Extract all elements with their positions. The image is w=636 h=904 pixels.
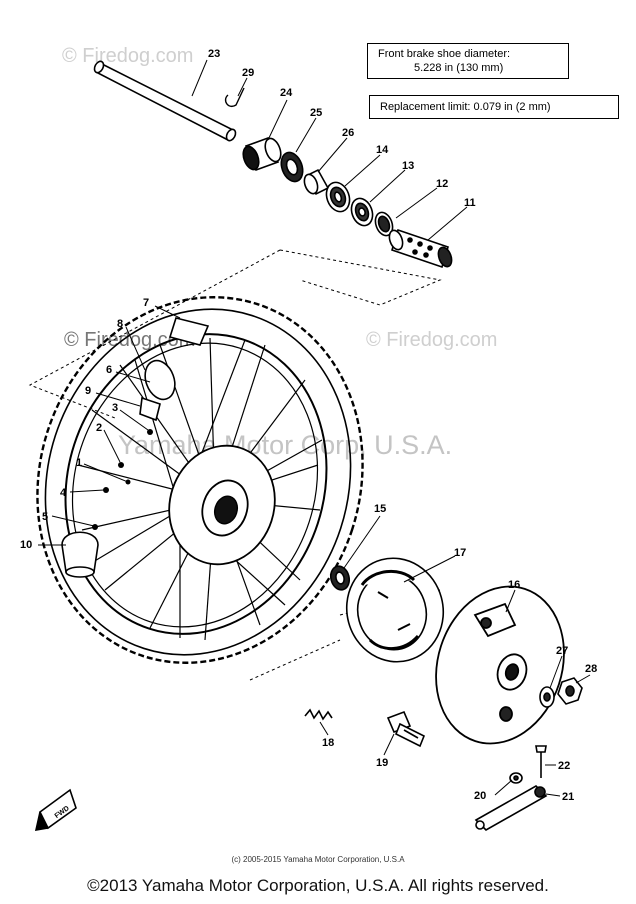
callout-21: 21 [562,791,574,803]
watermark-mid-right: © Firedog.com [366,329,497,351]
callout-16: 16 [508,579,520,591]
spacer-11 [388,228,453,269]
front-axle [93,60,237,142]
callout-17: 17 [454,547,466,559]
leader-lines [38,59,591,797]
callout-6: 6 [106,364,112,376]
rim-lock [139,359,176,422]
callout-5: 5 [42,511,48,523]
brake-panel [435,585,565,745]
circlip [374,211,394,237]
cotter-pin [224,87,245,107]
callout-11: 11 [464,197,476,209]
callout-25: 25 [310,107,322,119]
callout-18: 18 [322,737,334,749]
callout-27: 27 [556,645,568,657]
callout-20: 20 [474,790,486,802]
spacer-26 [303,168,330,196]
cam-lever-bolt [535,745,547,778]
axle-nut [557,677,583,705]
rim-band [168,317,210,346]
forward-direction-icon [34,788,77,831]
brake-oil-seal [329,565,351,591]
callout-10: 10 [20,539,32,551]
return-spring [304,708,333,721]
brake-cam [386,710,426,748]
callout-8: 8 [117,318,123,330]
callout-23: 23 [208,48,220,60]
lever-washer [509,772,523,784]
callout-9: 9 [85,385,91,397]
replacement-limit-box: Replacement limit: 0.079 in (2 mm) [369,95,619,119]
brake-shoes [345,557,445,663]
callout-3: 3 [112,402,118,414]
washer [539,686,555,708]
bearing-13 [350,197,374,227]
callout-19: 19 [376,757,388,769]
oil-seal [280,151,304,183]
front-wheel [36,296,364,664]
watermark-mid-left: © Firedog.com [64,329,195,351]
callout-22: 22 [558,760,570,772]
callout-26: 26 [342,127,354,139]
callout-4: 4 [60,487,67,499]
watermark-center: Yamaha Motor Corp, U.S.A. [118,430,452,460]
callout-1: 1 [76,457,82,469]
callout-29: 29 [242,67,254,79]
callout-28: 28 [585,663,597,675]
callout-2: 2 [96,422,102,434]
callout-13: 13 [402,160,414,172]
callout-24: 24 [280,87,293,99]
footer-copyright: ©2013 Yamaha Motor Corporation, U.S.A. A… [87,876,549,895]
callout-12: 12 [436,178,448,190]
brake-shoe-diameter-box: Front brake shoe diameter: 5.228 in (130… [367,43,569,79]
callout-7: 7 [143,297,149,309]
callout-numbers: 23 29 24 25 26 14 13 12 11 7 8 6 9 3 2 1… [20,48,597,803]
diagram-copyright: (c) 2005-2015 Yamaha Motor Corporation, … [231,855,405,864]
valve-cap [61,531,99,578]
cam-lever [474,785,548,831]
brake-shoe-diameter-title: Front brake shoe diameter: [378,48,511,60]
replacement-limit-text: Replacement limit: 0.079 in (2 mm) [380,101,551,113]
exploded-parts-diagram: © Firedog.com © Firedog.com © Firedog.co… [20,45,597,831]
brake-shoe-diameter-value: 5.228 in (130 mm) [414,62,504,74]
collar [242,136,282,172]
watermark-top-left: © Firedog.com [62,45,193,67]
callout-14: 14 [376,144,389,156]
callout-15: 15 [374,503,386,515]
bearing-14 [325,181,351,213]
